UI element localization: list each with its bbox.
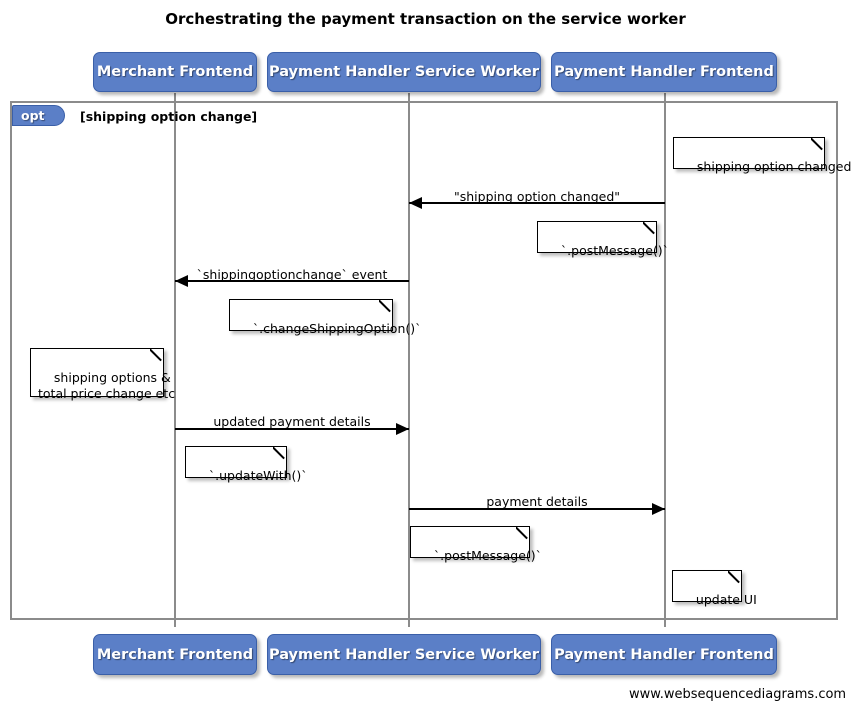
message-arrowhead-payment-details <box>652 503 665 515</box>
actor-box-bottom-payment-handler-frontend[interactable]: Payment Handler Frontend <box>551 634 777 675</box>
message-label-shippingoptionchange-event: `shippingoptionchange` event <box>196 267 388 282</box>
note-fold-icon <box>728 570 743 585</box>
note-update-with: `.updateWith()` <box>185 446 308 483</box>
note-fold-icon <box>150 348 165 363</box>
message-line-shippingoptionchange-event <box>175 280 409 282</box>
message-line-shipping-option-changed <box>409 202 665 204</box>
note-fold-icon <box>379 299 394 314</box>
note-text: `.postMessage()` <box>433 548 542 563</box>
note-text: `.updateWith()` <box>208 468 308 483</box>
note-change-shipping-option: `.changeShippingOption()` <box>229 299 421 336</box>
watermark-link[interactable]: www.websequencediagrams.com <box>629 687 847 702</box>
note-post-message-1: `.postMessage()` <box>537 221 669 258</box>
message-arrowhead-updated-payment-details <box>396 423 409 435</box>
note-text: shipping options & total price change et… <box>38 370 176 401</box>
note-post-message-2: `.postMessage()` <box>410 526 542 563</box>
actor-box-top-payment-handler-service-worker[interactable]: Payment Handler Service Worker <box>267 52 541 92</box>
note-fold-icon <box>643 221 658 236</box>
note-text: shipping option changed <box>696 159 851 174</box>
note-fold-icon <box>516 526 531 541</box>
note-update-ui: update UI <box>672 570 757 607</box>
actor-box-bottom-payment-handler-service-worker[interactable]: Payment Handler Service Worker <box>267 634 541 675</box>
note-text: update UI <box>695 592 757 607</box>
message-arrowhead-shipping-option-changed <box>409 197 422 209</box>
lifeline-payment-handler-service-worker <box>408 93 410 627</box>
note-text: `.changeShippingOption()` <box>252 321 422 336</box>
fragment-opt-condition: [shipping option change] <box>80 109 258 124</box>
actor-box-top-payment-handler-frontend[interactable]: Payment Handler Frontend <box>551 52 777 92</box>
actor-box-top-merchant-frontend[interactable]: Merchant Frontend <box>93 52 257 92</box>
lifeline-merchant-frontend <box>174 93 176 627</box>
message-line-updated-payment-details <box>175 428 409 430</box>
note-shipping-options-total-price: shipping options & total price change et… <box>30 348 175 401</box>
fragment-opt <box>10 101 838 620</box>
lifeline-payment-handler-frontend <box>664 93 666 627</box>
message-line-payment-details <box>409 508 665 510</box>
page-title: Orchestrating the payment transaction on… <box>165 10 686 28</box>
message-label-payment-details: payment details <box>486 494 588 509</box>
message-label-shipping-option-changed: "shipping option changed" <box>453 189 620 204</box>
note-text: `.postMessage()` <box>560 243 669 258</box>
message-arrowhead-shippingoptionchange-event <box>175 275 188 287</box>
actor-box-bottom-merchant-frontend[interactable]: Merchant Frontend <box>93 634 257 675</box>
note-fold-icon <box>811 137 826 152</box>
note-shipping-option-changed: shipping option changed <box>673 137 851 174</box>
note-fold-icon <box>273 446 288 461</box>
message-label-updated-payment-details: updated payment details <box>213 414 371 429</box>
fragment-opt-label: opt <box>12 105 65 126</box>
